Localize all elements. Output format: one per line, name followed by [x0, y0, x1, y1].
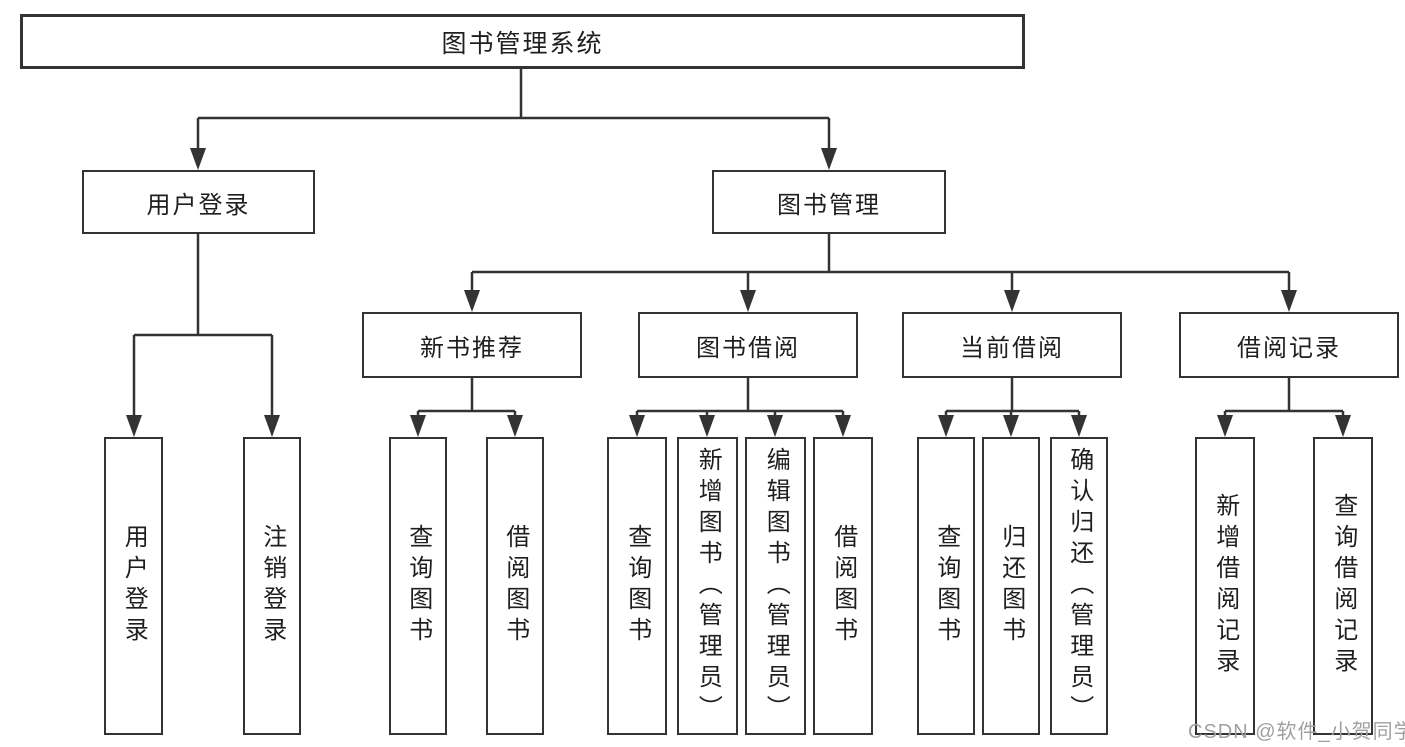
leaf-query-books-recommend: 查询图书 — [389, 437, 447, 735]
node-library-management-system: 图书管理系统 — [20, 14, 1025, 69]
node-borrowing-records: 借阅记录 — [1179, 312, 1399, 378]
node-label: 新书推荐 — [420, 334, 524, 362]
node-label: 用户登录 — [120, 524, 148, 648]
node-user-login: 用户登录 — [82, 170, 315, 234]
leaf-logout: 注销登录 — [243, 437, 301, 735]
node-label: 新增图书（管理员） — [694, 446, 722, 726]
node-label: 用户登录 — [146, 191, 251, 219]
leaf-return-book: 归还图书 — [982, 437, 1040, 735]
node-label: 编辑图书（管理员） — [762, 446, 790, 726]
leaf-query-books-current: 查询图书 — [917, 437, 975, 735]
node-new-book-recommendation: 新书推荐 — [362, 312, 582, 378]
leaf-borrow-books-recommend: 借阅图书 — [486, 437, 544, 735]
node-label: 借阅记录 — [1237, 334, 1341, 362]
leaf-add-borrow-record: 新增借阅记录 — [1195, 437, 1255, 735]
node-label: 查询图书 — [932, 524, 960, 648]
node-book-management: 图书管理 — [712, 170, 946, 234]
node-label: 确认归还（管理员） — [1065, 446, 1093, 726]
node-label: 当前借阅 — [960, 334, 1064, 362]
leaf-query-borrow-record: 查询借阅记录 — [1313, 437, 1373, 735]
leaf-query-books-borrow: 查询图书 — [607, 437, 667, 735]
csdn-watermark: CSDN @软件_小贺同学 — [1188, 721, 1405, 743]
node-label: 注销登录 — [258, 524, 286, 648]
node-label: 图书管理 — [777, 191, 881, 219]
node-book-borrowing: 图书借阅 — [638, 312, 858, 378]
node-label: 查询图书 — [404, 524, 432, 648]
leaf-edit-book-admin: 编辑图书（管理员） — [745, 437, 806, 735]
node-label: 借阅图书 — [829, 524, 857, 648]
node-label: 借阅图书 — [501, 524, 529, 648]
node-label: 查询图书 — [623, 524, 651, 648]
node-label: 查询借阅记录 — [1329, 493, 1357, 679]
node-label: 图书管理系统 — [441, 29, 604, 58]
node-current-borrowing: 当前借阅 — [902, 312, 1122, 378]
node-label: 新增借阅记录 — [1211, 493, 1239, 679]
leaf-user-login: 用户登录 — [104, 437, 163, 735]
arrowhead-icons — [126, 148, 1351, 437]
node-label: 归还图书 — [997, 524, 1025, 648]
node-label: 图书借阅 — [696, 334, 800, 362]
leaf-confirm-return-admin: 确认归还（管理员） — [1050, 437, 1108, 735]
leaf-add-book-admin: 新增图书（管理员） — [677, 437, 738, 735]
leaf-borrow-books: 借阅图书 — [813, 437, 873, 735]
